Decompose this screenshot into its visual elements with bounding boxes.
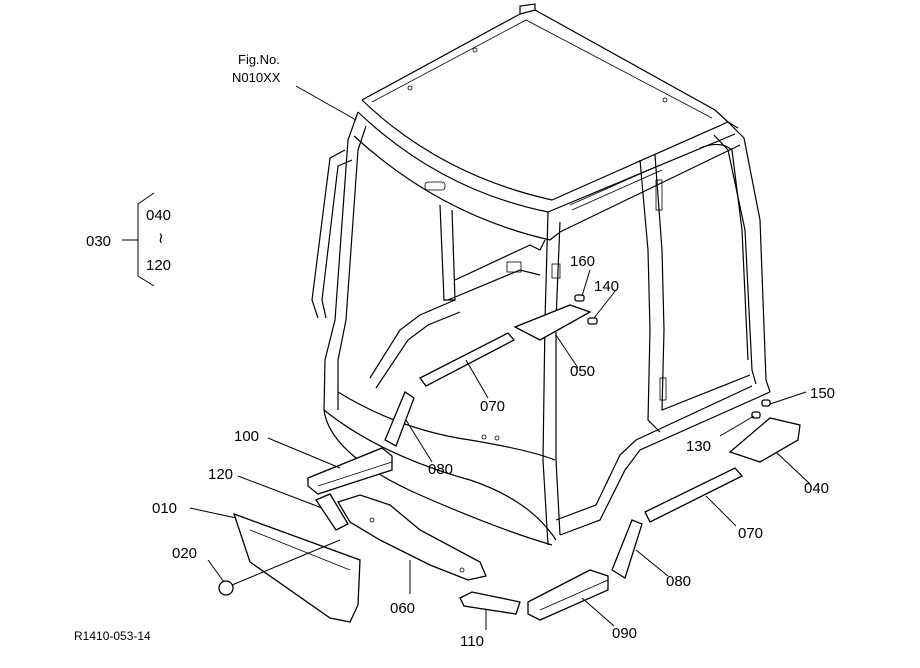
part-050-bracket (513, 304, 592, 341)
label-070-upper: 070 (480, 398, 505, 415)
label-160: 160 (570, 253, 595, 270)
drawing-code: R1410-053-14 (74, 629, 151, 643)
part-080-seal-lower (611, 519, 643, 579)
group-range-symbol: ≀ (158, 230, 164, 247)
part-070-seal-strip-upper (419, 332, 516, 387)
label-120: 120 (208, 466, 233, 483)
part-090-block (527, 569, 609, 621)
part-150-nut (761, 399, 771, 407)
label-080-upper: 080 (428, 461, 453, 478)
label-110: 110 (460, 633, 484, 650)
part-080-seal-upper (384, 391, 415, 447)
part-120-block (315, 493, 349, 531)
label-060: 060 (390, 600, 415, 617)
group-top: 040 (146, 207, 171, 224)
label-010: 010 (152, 500, 177, 517)
fig-label: Fig.No. (238, 52, 280, 67)
leader-lines (122, 85, 811, 630)
label-100: 100 (234, 428, 259, 445)
label-040: 040 (804, 480, 829, 497)
part-070-seal-strip-lower (644, 467, 744, 523)
label-140: 140 (594, 278, 619, 295)
label-080-lower: 080 (666, 573, 691, 590)
part-040-bracket (728, 417, 801, 463)
group-bottom: 120 (146, 257, 171, 274)
fig-number: N010XX (232, 70, 281, 85)
label-150: 150 (810, 385, 835, 402)
part-100-block (307, 447, 393, 495)
part-010-cover (232, 512, 361, 623)
part-060-seal-plate (337, 494, 487, 581)
label-070-lower: 070 (738, 525, 763, 542)
label-130: 130 (686, 438, 711, 455)
part-130-nut (751, 411, 761, 419)
label-020: 020 (172, 545, 197, 562)
part-020-bolt (218, 580, 234, 596)
part-110-block (459, 591, 521, 615)
part-140-nut (587, 317, 598, 325)
label-090: 090 (612, 625, 637, 642)
group-label: 030 (86, 233, 111, 250)
cab-frame (311, 3, 771, 546)
part-160-nut (574, 294, 585, 302)
label-050: 050 (570, 363, 595, 380)
